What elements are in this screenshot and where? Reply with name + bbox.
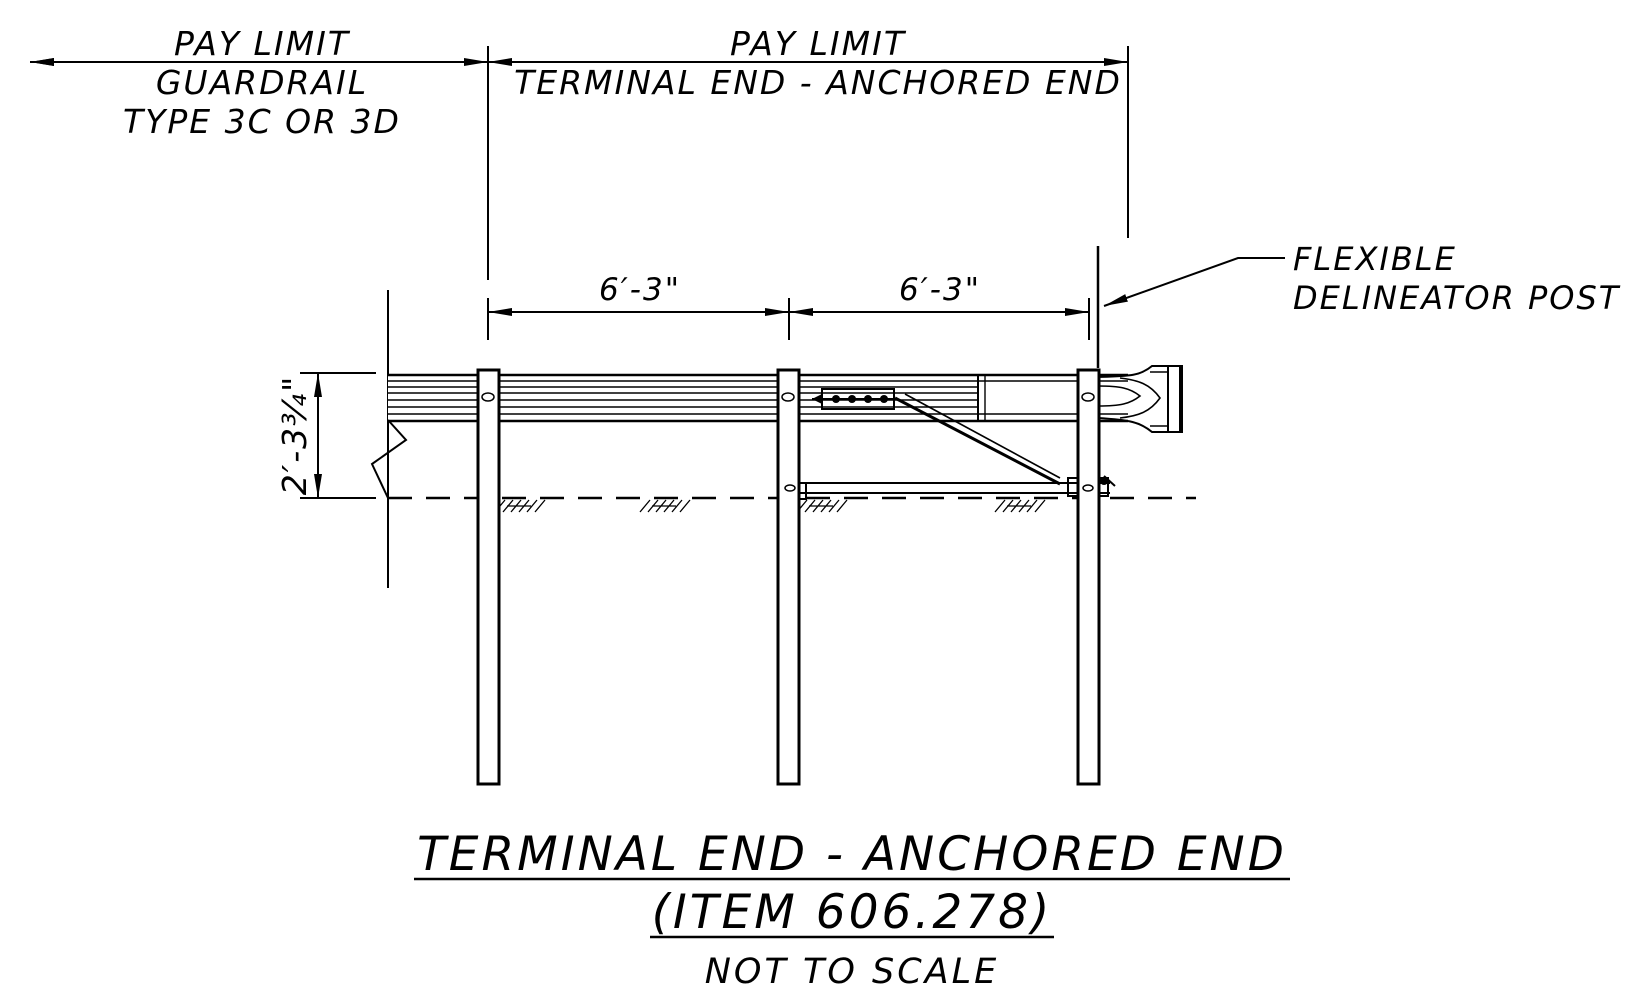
delineator-callout [1096, 246, 1285, 368]
post-2 [776, 368, 801, 786]
anchor-cable [812, 388, 1061, 486]
spacing-label-1: 6′-3" [599, 272, 681, 308]
post-1 [476, 368, 501, 786]
spacing-label-2: 6′-3" [899, 272, 981, 308]
terminal-end-cap [1097, 365, 1183, 433]
scale-note: NOT TO SCALE [705, 952, 1000, 992]
callout-line2: DELINEATOR POST [1293, 279, 1621, 317]
right-terminal-label: TERMINAL END - ANCHORED END [514, 63, 1122, 102]
post-spacing-dimensions [487, 298, 1090, 340]
ground-hatching [494, 499, 1046, 513]
post-3 [1076, 368, 1101, 786]
rail-break-line [370, 419, 408, 499]
pay-limit-dimensions [30, 46, 1129, 280]
drawing-title: TERMINAL END - ANCHORED END [417, 827, 1287, 882]
height-dimension [300, 290, 389, 588]
callout-line1: FLEXIBLE [1293, 240, 1457, 278]
left-type-label: TYPE 3C OR 3D [123, 102, 401, 141]
right-pay-limit-label: PAY LIMIT [730, 24, 907, 63]
height-label: 2′-3¾" [275, 375, 314, 496]
ground-strut [779, 475, 1116, 500]
left-pay-limit-label: PAY LIMIT [174, 24, 351, 63]
item-number: (ITEM 606.278) [652, 885, 1053, 940]
left-guardrail-label: GUARDRAIL [156, 63, 368, 102]
